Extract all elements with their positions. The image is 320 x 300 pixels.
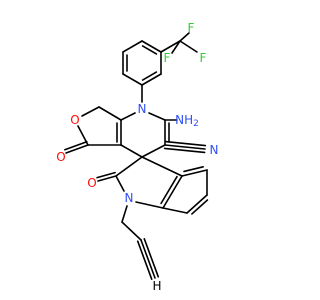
bond xyxy=(162,207,188,214)
atom-label-n-ring: N xyxy=(138,102,147,116)
triple-bond xyxy=(136,240,153,281)
atom-label-o-lactone: O xyxy=(56,150,65,164)
atom-label-n-nitrile: N xyxy=(210,143,219,157)
bond xyxy=(162,175,183,209)
bond xyxy=(141,144,166,158)
bond xyxy=(120,144,143,158)
triple-bond xyxy=(163,147,206,154)
bond xyxy=(115,175,125,192)
bond xyxy=(65,144,89,154)
bond xyxy=(120,112,136,121)
atom-label-nh2: NH2 xyxy=(175,113,199,129)
aromatic-double-bond xyxy=(183,166,204,173)
bond xyxy=(121,205,128,223)
double-bond-co xyxy=(96,171,116,179)
bond xyxy=(122,40,143,53)
bond xyxy=(135,201,164,209)
bond xyxy=(179,40,198,53)
bond xyxy=(81,106,100,117)
bond xyxy=(186,194,208,214)
atom-label-o-oxindole: O xyxy=(87,176,96,190)
bond xyxy=(141,40,162,53)
aromatic-double-bond xyxy=(191,199,209,215)
atom-label-o-furan: O xyxy=(70,113,79,127)
aromatic-double-bond xyxy=(160,175,178,205)
atom-label-n-indole: N xyxy=(125,191,134,205)
bond xyxy=(121,221,142,241)
bond xyxy=(181,169,208,177)
atom-label-h-alkyne: H xyxy=(152,279,161,293)
bond-layer xyxy=(64,32,209,281)
bond xyxy=(122,73,143,86)
bond xyxy=(179,32,190,42)
aromatic-double-bond xyxy=(141,71,158,81)
bond xyxy=(141,156,183,177)
aromatic-double-bond xyxy=(141,45,158,55)
bond xyxy=(97,175,117,182)
triple-bond xyxy=(143,237,160,278)
bond xyxy=(171,40,181,54)
bond xyxy=(141,73,162,86)
bond xyxy=(148,112,166,121)
triple-bond xyxy=(164,140,207,147)
bond xyxy=(98,106,122,121)
double-bond-co xyxy=(64,140,88,151)
atom-label-f-left: F xyxy=(164,51,171,65)
bond xyxy=(115,156,143,177)
atom-label-f-top: F xyxy=(188,21,195,35)
bond xyxy=(164,144,206,150)
atom-label-f-right: F xyxy=(200,51,207,65)
bond xyxy=(160,40,181,53)
bond xyxy=(140,239,156,279)
